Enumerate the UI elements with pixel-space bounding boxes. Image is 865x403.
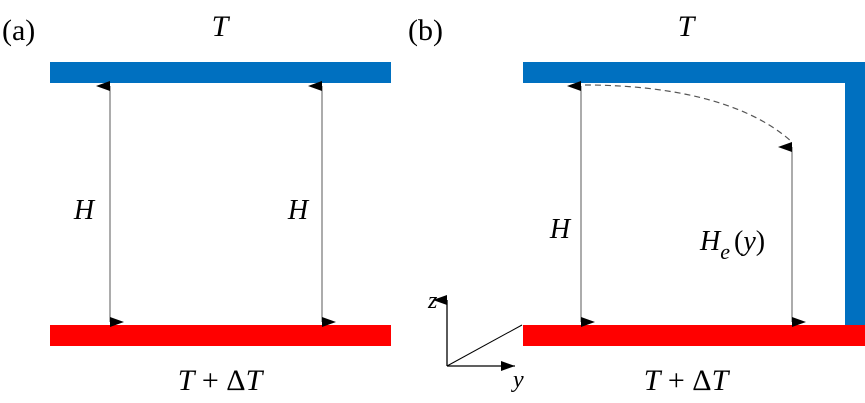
panel-a-label: (a) (2, 14, 35, 47)
panel-a-bottom-temperature-label: T + ΔT (178, 364, 265, 397)
panel-b: (b) T H He(y) T + ΔT z y (408, 10, 865, 397)
effective-height-profile-curve (584, 84, 793, 143)
panel-b-cold-plate-top (523, 62, 865, 83)
panel-b-cold-plate-side-wall (845, 62, 865, 325)
panel-b-label: (b) (408, 14, 443, 47)
panel-a-height-label-left: H (73, 195, 96, 226)
panel-a-hot-plate (50, 325, 391, 346)
panel-a-cold-plate (50, 62, 391, 83)
x-axis-perspective-line (446, 324, 523, 367)
panel-b-effective-height-label: He(y) (699, 226, 765, 264)
coordinate-axes: z y (427, 288, 524, 393)
panel-b-hot-plate (523, 325, 865, 346)
panel-a-height-label-right: H (287, 195, 310, 226)
panel-b-bottom-temperature-label: T + ΔT (644, 364, 731, 397)
panel-b-height-label: H (549, 214, 572, 245)
panel-b-top-temperature-label: T (678, 10, 697, 43)
z-axis-label: z (427, 288, 438, 314)
panel-a: (a) T H H T + ΔT (2, 10, 391, 397)
y-axis-label: y (511, 367, 524, 393)
panel-a-top-temperature-label: T (212, 10, 231, 43)
